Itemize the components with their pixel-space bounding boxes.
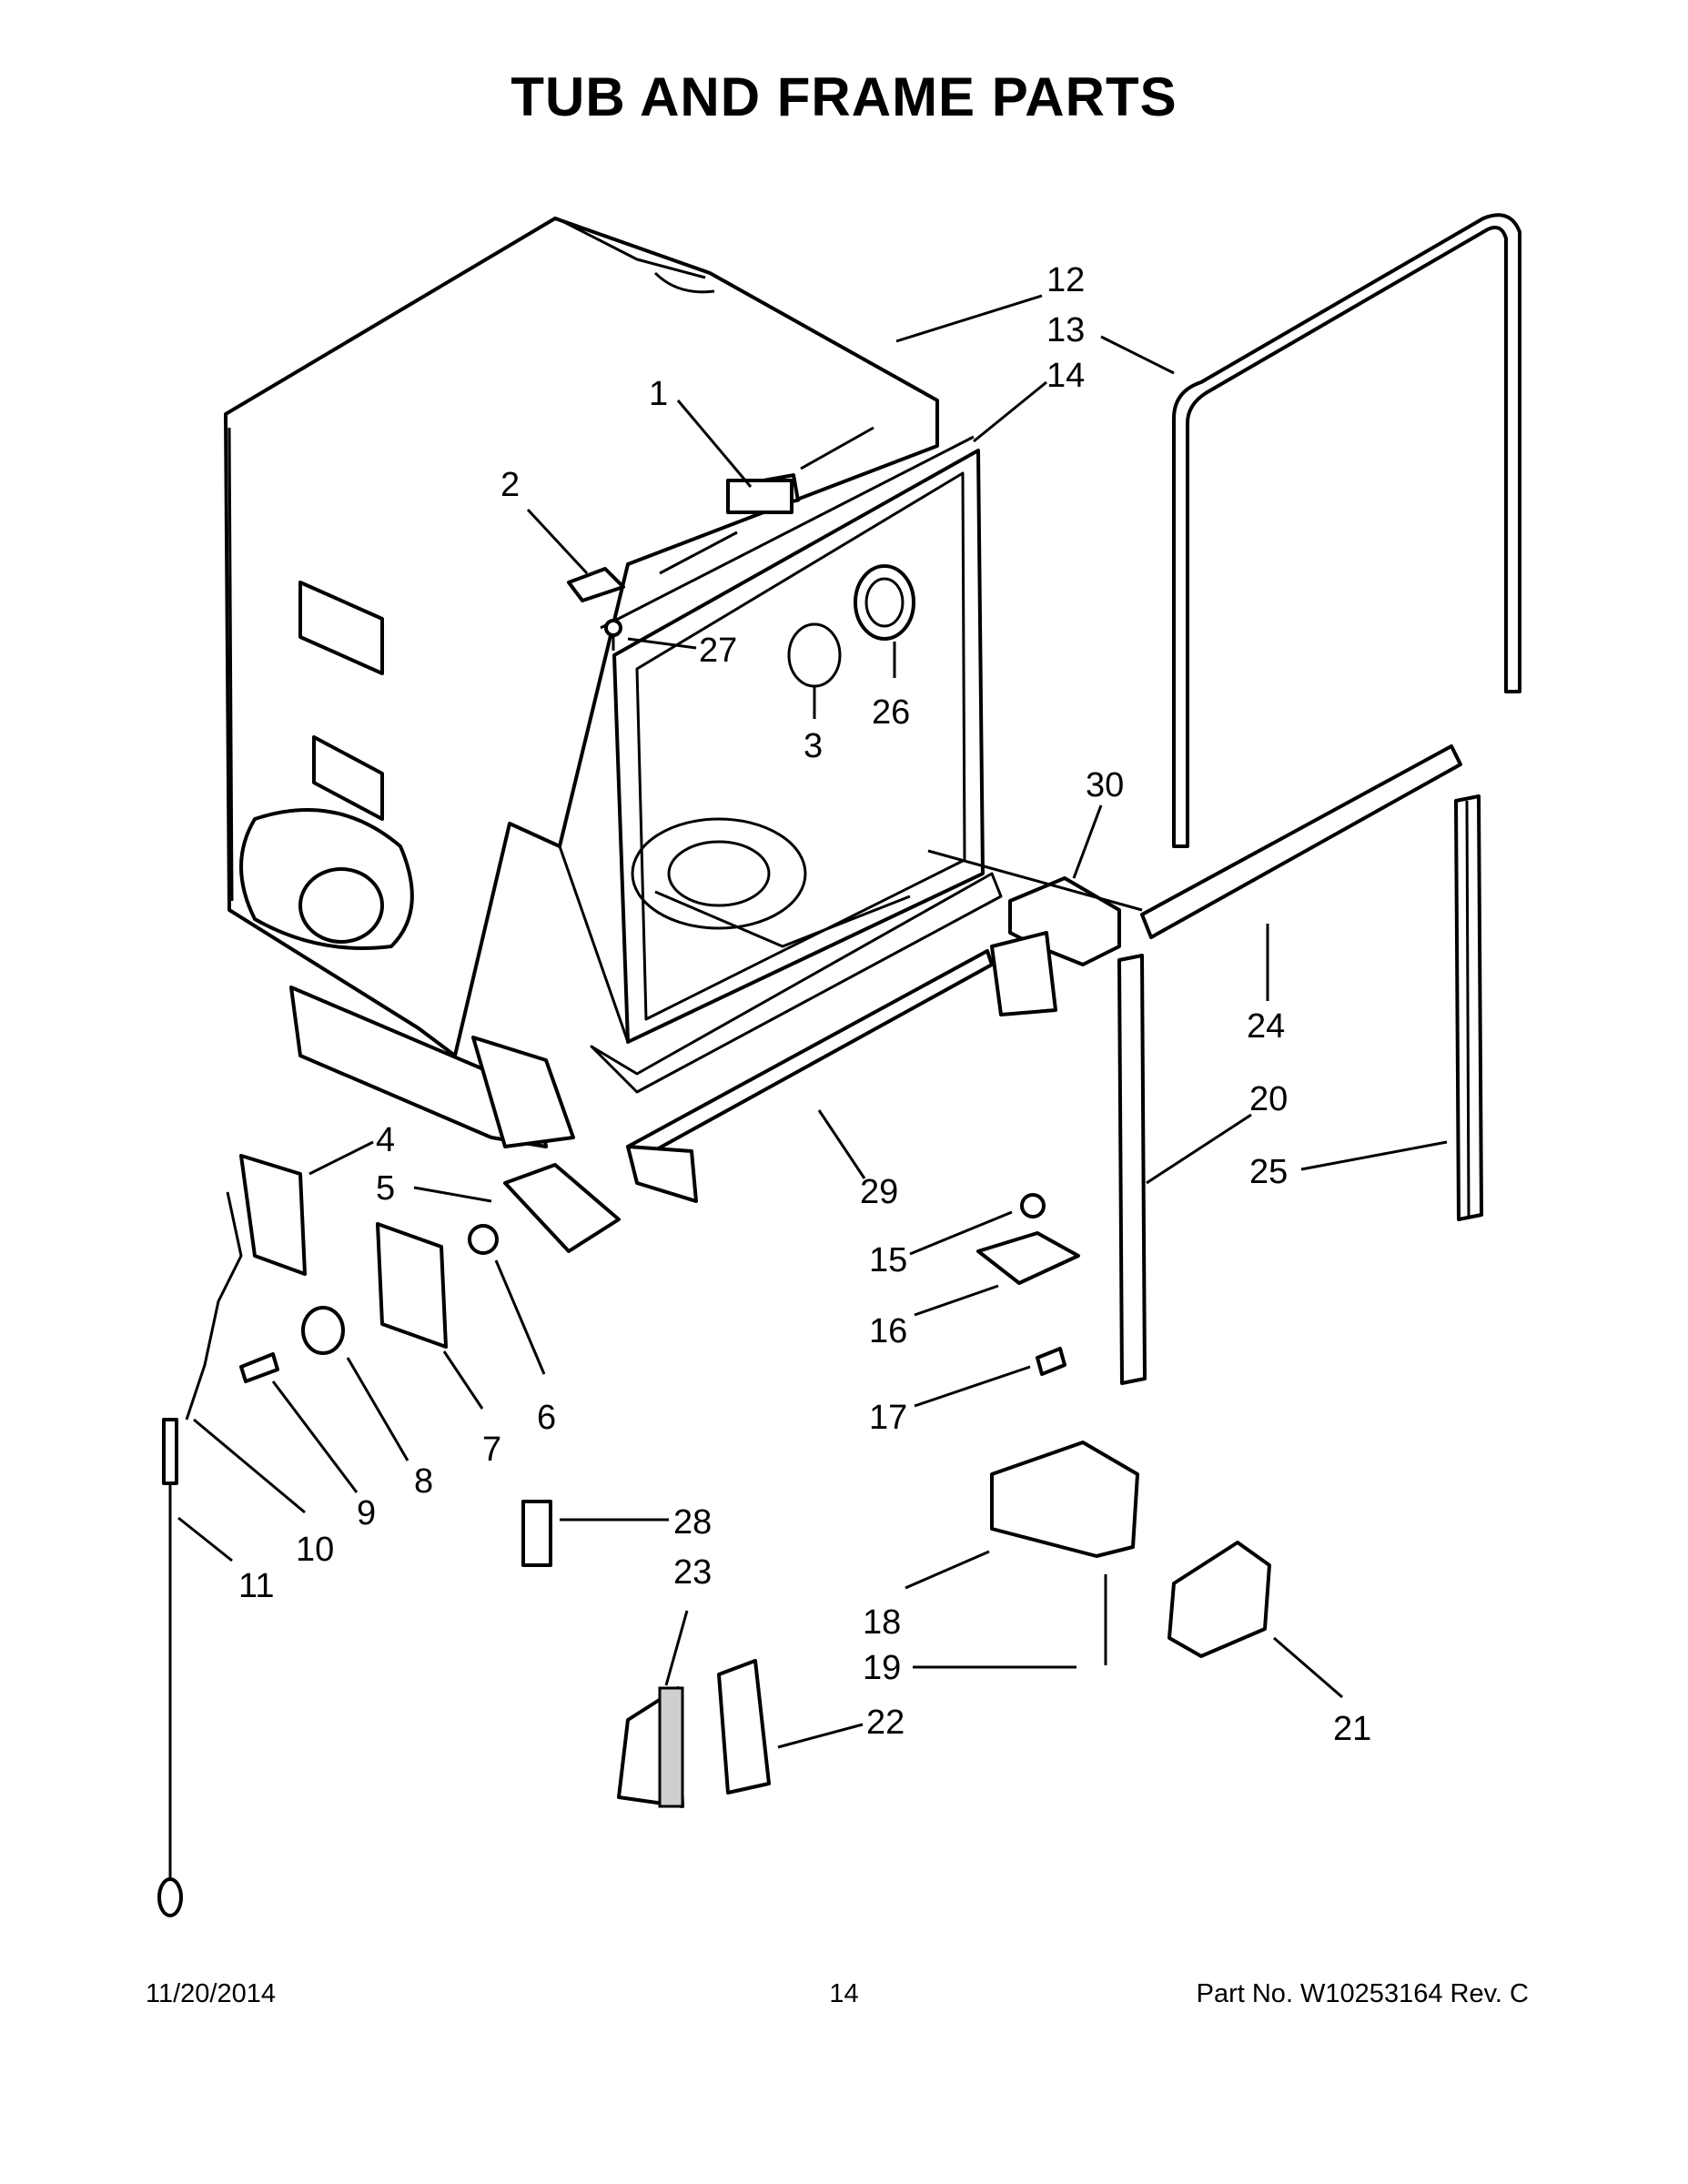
footer-page-number: 14 [829, 1979, 859, 2008]
callout-14: 14 [1046, 357, 1085, 395]
callout-23: 23 [673, 1553, 712, 1592]
footer-date: 11/20/2014 [146, 1979, 276, 2008]
callout-19: 19 [863, 1649, 901, 1687]
callout-18: 18 [863, 1603, 901, 1642]
callout-29: 29 [860, 1173, 898, 1211]
callout-15: 15 [869, 1241, 907, 1279]
strip-24 [1140, 744, 1462, 939]
callout-13: 13 [1046, 311, 1085, 349]
callout-17: 17 [869, 1399, 907, 1437]
callout-12: 12 [1046, 261, 1085, 299]
callout-30: 30 [1086, 766, 1124, 804]
callout-labels: 12 13 14 1 2 27 26 3 30 24 20 25 29 4 5 … [238, 261, 1371, 1748]
callout-10: 10 [296, 1531, 334, 1569]
callout-9: 9 [357, 1494, 376, 1532]
callout-5: 5 [376, 1169, 395, 1208]
tub-assembly [224, 217, 1003, 1148]
small-parts [157, 479, 1271, 1917]
callout-11: 11 [238, 1567, 274, 1605]
door-gasket [1172, 213, 1521, 848]
callout-3: 3 [804, 727, 823, 765]
callout-2: 2 [500, 466, 520, 504]
callout-4: 4 [376, 1121, 395, 1159]
callout-16: 16 [869, 1312, 907, 1350]
callout-24: 24 [1247, 1007, 1285, 1046]
footer-part-number: Part No. W10253164 Rev. C [1196, 1979, 1529, 2008]
callout-8: 8 [414, 1462, 433, 1501]
callout-26: 26 [872, 693, 910, 732]
callout-22: 22 [866, 1704, 905, 1742]
callout-6: 6 [537, 1399, 556, 1437]
callout-1: 1 [649, 375, 668, 413]
callout-25: 25 [1249, 1153, 1288, 1191]
rail-20 [1117, 954, 1147, 1385]
callout-lines [177, 294, 1448, 1749]
page-title: TUB AND FRAME PARTS [510, 66, 1178, 127]
callout-27: 27 [699, 632, 737, 670]
callout-21: 21 [1333, 1710, 1371, 1748]
callout-20: 20 [1249, 1080, 1288, 1118]
callout-28: 28 [673, 1503, 712, 1542]
callout-7: 7 [482, 1431, 501, 1469]
